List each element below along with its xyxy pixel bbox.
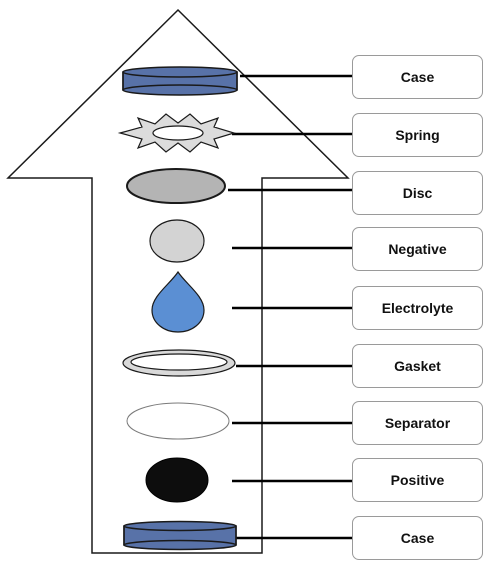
label-case-top: Case xyxy=(352,55,483,99)
case-bottom-icon xyxy=(123,520,237,551)
label-positive: Positive xyxy=(352,458,483,502)
gasket-icon xyxy=(122,349,236,377)
label-separator: Separator xyxy=(352,401,483,445)
label-case-bottom: Case xyxy=(352,516,483,560)
spring-icon xyxy=(117,113,237,153)
electrolyte-icon xyxy=(151,270,205,333)
label-negative: Negative xyxy=(352,227,483,271)
label-gasket: Gasket xyxy=(352,344,483,388)
negative-icon xyxy=(149,219,205,263)
disc-icon xyxy=(126,168,226,204)
separator-icon xyxy=(126,402,230,440)
label-electrolyte: Electrolyte xyxy=(352,286,483,330)
label-disc: Disc xyxy=(352,171,483,215)
label-spring: Spring xyxy=(352,113,483,157)
positive-icon xyxy=(145,457,209,503)
case-top-icon xyxy=(122,66,238,96)
